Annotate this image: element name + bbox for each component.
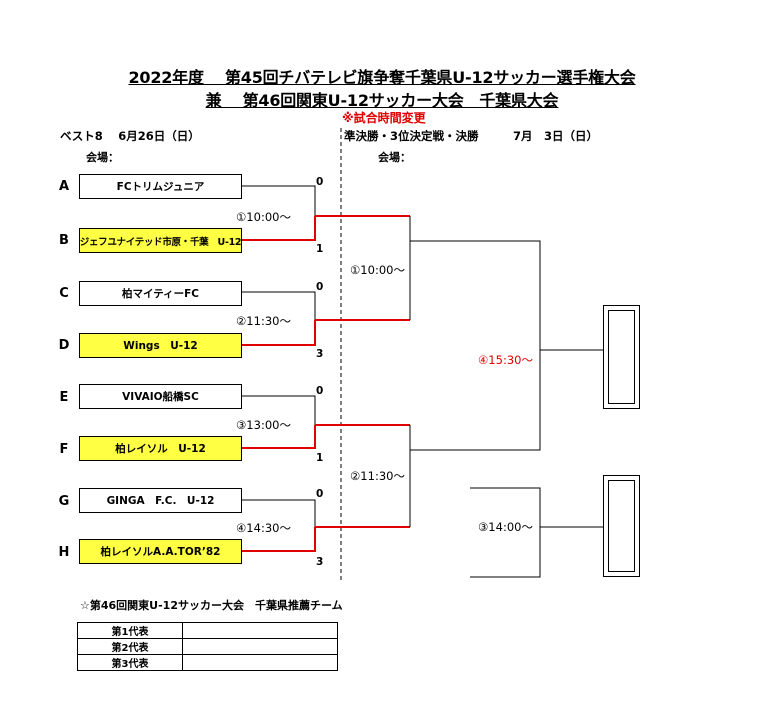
time-change-notice: ※試合時間変更	[342, 111, 426, 125]
team-box-e: VIVAIO船橋SC	[79, 384, 242, 409]
round2-venue: 会場：	[378, 151, 411, 164]
final-result-box	[603, 305, 640, 409]
rep-row-1: 第1代表	[77, 622, 338, 639]
match-time-sf1: ①10:00～	[350, 263, 405, 277]
score-g: 0	[316, 488, 324, 500]
round2-header: 準決勝・3位決定戦・決勝 7月 3日（日）	[344, 129, 599, 143]
round1-venue: 会場：	[86, 151, 119, 164]
match-time-qf3: ③13:00～	[236, 418, 291, 432]
slot-letter-f: F	[59, 442, 69, 457]
slot-letter-c: C	[59, 286, 69, 301]
team-box-h: 柏レイソルA.A.TOR’82	[79, 539, 242, 564]
score-f: 1	[316, 452, 324, 464]
title-line-2: 兼 第46回関東U-12サッカー大会 千葉県大会	[205, 91, 559, 110]
slot-letter-d: D	[58, 338, 70, 353]
rep-row-1-label: 第1代表	[77, 622, 183, 639]
rep-row-2: 第2代表	[77, 638, 338, 655]
slot-letter-g: G	[58, 494, 70, 509]
match-time-sf2: ②11:30～	[350, 469, 405, 483]
score-d: 3	[316, 348, 324, 360]
team-box-b: ジェフユナイテッド市原・千葉 U-12	[79, 228, 242, 253]
score-b: 1	[316, 243, 324, 255]
slot-letter-h: H	[58, 545, 70, 560]
final-result-inner	[608, 310, 635, 404]
match-time-final: ④15:30～	[478, 353, 533, 367]
rep-row-3: 第3代表	[77, 654, 338, 671]
third-place-result-inner	[608, 480, 635, 572]
team-box-d: Wings U-12	[79, 333, 242, 358]
match-time-third-place: ③14:00～	[478, 520, 533, 534]
rep-row-2-value	[182, 638, 338, 655]
team-box-a: FCトリムジュニア	[79, 174, 242, 199]
score-a: 0	[316, 176, 324, 188]
rep-row-1-value	[182, 622, 338, 639]
match-time-qf4: ④14:30～	[236, 521, 291, 535]
rep-row-2-label: 第2代表	[77, 638, 183, 655]
score-h: 3	[316, 556, 324, 568]
slot-letter-e: E	[59, 390, 69, 405]
slot-letter-b: B	[59, 233, 69, 248]
title-line-1: 2022年度 第45回チバテレビ旗争奪千葉県U-12サッカー選手権大会	[128, 68, 636, 87]
representatives-heading: ☆第46回関東U-12サッカー大会 千葉県推薦チーム	[80, 599, 343, 612]
match-time-qf1: ①10:00～	[236, 210, 291, 224]
match-time-qf2: ②11:30～	[236, 314, 291, 328]
rep-row-3-value	[182, 654, 338, 671]
team-box-f: 柏レイソル U-12	[79, 436, 242, 461]
round1-header: ベスト8 6月26日（日）	[60, 129, 200, 143]
rep-row-3-label: 第3代表	[77, 654, 183, 671]
team-box-g: GINGA F.C. U-12	[79, 488, 242, 513]
representatives-table: 第1代表 第2代表 第3代表	[77, 622, 338, 671]
team-box-c: 柏マイティーFC	[79, 281, 242, 306]
score-e: 0	[316, 385, 324, 397]
third-place-result-box	[603, 475, 640, 577]
slot-letter-a: A	[58, 179, 70, 194]
score-c: 0	[316, 281, 324, 293]
